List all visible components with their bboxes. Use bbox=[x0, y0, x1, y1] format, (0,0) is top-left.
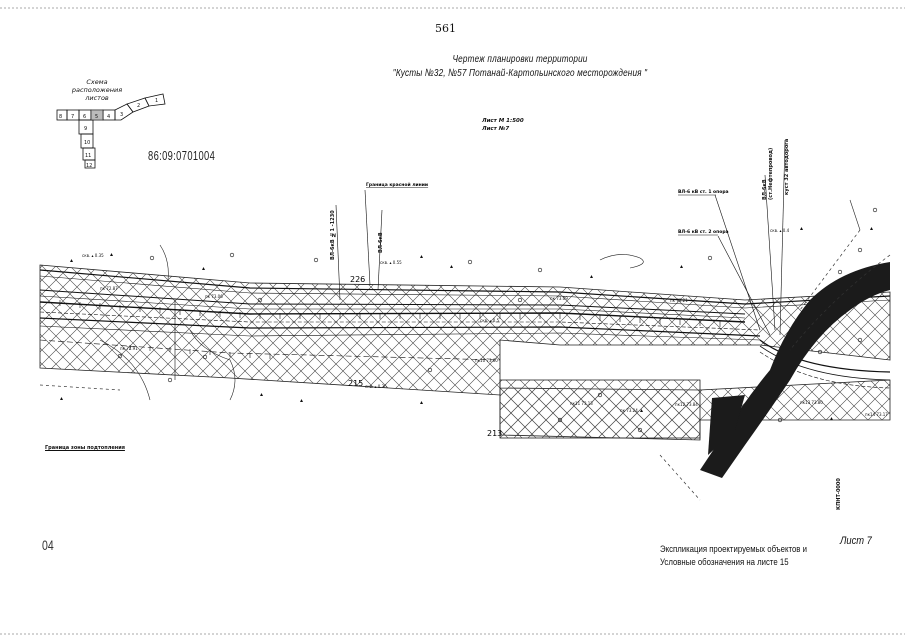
svg-text:▴: ▴ bbox=[260, 391, 263, 398]
scheme-sheet-1: 1 bbox=[155, 98, 158, 104]
scheme-sheet-3: 3 bbox=[120, 112, 123, 118]
boundary-lines bbox=[39, 229, 891, 501]
svg-text:скв. ▴ 0.4: скв. ▴ 0.4 bbox=[770, 228, 790, 233]
svg-text:▴: ▴ bbox=[420, 253, 423, 260]
scheme-sheet-7: 7 bbox=[71, 114, 74, 120]
leader-lines bbox=[174, 139, 786, 380]
scheme-sheet-5: 5 bbox=[95, 114, 98, 120]
scheme-sheet-8: 8 bbox=[59, 114, 62, 120]
scheme-sheet-6: 6 bbox=[83, 114, 86, 120]
location-scheme-map: 8 7 6 5 4 3 2 1 9 10 11 12 bbox=[56, 93, 166, 169]
pipeline-lines bbox=[39, 269, 891, 389]
location-scheme-title: Схема расположения листов bbox=[71, 78, 123, 102]
drawing-title-line-2: "Кусты №32, №57 Потанай-Картопьинского м… bbox=[392, 67, 648, 79]
svg-text:▴: ▴ bbox=[450, 263, 453, 270]
legend-note: Экспликация проектируемых объектов и Усл… bbox=[660, 543, 807, 569]
vertical-label-3: куст 32 автодорога bbox=[784, 138, 790, 195]
scheme-sheet-9: 9 bbox=[84, 126, 87, 132]
scheme-sheet-4: 4 bbox=[107, 114, 110, 120]
svg-text:скв. ▴ 0.35: скв. ▴ 0.35 bbox=[82, 253, 104, 258]
svg-text:пк 73.21: пк 73.21 bbox=[670, 298, 688, 303]
scale-line: Лист М 1:500 bbox=[482, 118, 524, 124]
scheme-sheet-10: 10 bbox=[84, 140, 90, 146]
svg-text:▴: ▴ bbox=[420, 399, 423, 406]
stamp-label: КПНТ-0000 bbox=[836, 478, 842, 510]
svg-text:пк 72.87: пк 72.87 bbox=[100, 286, 118, 291]
drawing-title-line-1: Чертеж планировки территории bbox=[452, 53, 588, 65]
page-number: 561 bbox=[435, 22, 456, 35]
scheme-sheet-12: 12 bbox=[86, 163, 92, 169]
flood-zone-note: Граница зоны подтопления bbox=[45, 445, 125, 451]
scheme-sheet-11: 11 bbox=[85, 153, 91, 159]
small-annotations: скв. ▴ 0.35 скв. ▴ 0.55 скв. ▴ 0.4 скв. … bbox=[82, 228, 888, 417]
svg-text:пк 73.09: пк 73.09 bbox=[550, 296, 568, 301]
svg-text:пк 72.91: пк 72.91 bbox=[120, 346, 138, 351]
power-line-callout-b: ВЛ-6 кВ ст. 2 опора bbox=[678, 229, 729, 235]
svg-text:пк14 73.17: пк14 73.17 bbox=[865, 412, 888, 417]
svg-text:скв. ▴ 0.36: скв. ▴ 0.36 bbox=[365, 384, 387, 389]
red-line-callout: Граница красной линии bbox=[366, 181, 428, 188]
svg-text:пк13 73.80: пк13 73.80 bbox=[800, 400, 823, 405]
road-junction bbox=[708, 395, 745, 455]
survey-triangles: ▴ ▴ ▴ ▴ ▴ ▴ ▴ ▴ ▴ ▴ ▴ ▴ ▴ ▴ ▴ bbox=[60, 225, 873, 422]
elevation-226: 226 bbox=[350, 275, 365, 284]
hatched-lower-block bbox=[499, 379, 701, 439]
svg-text:▴: ▴ bbox=[60, 395, 63, 402]
elevation-215: 215 bbox=[348, 379, 363, 388]
sheet-code: 04 bbox=[42, 537, 54, 553]
legend-line-2: Условные обозначения на листе 15 bbox=[660, 557, 789, 568]
legend-line-1: Экспликация проектируемых объектов и bbox=[660, 544, 807, 555]
svg-text:▴: ▴ bbox=[800, 225, 803, 232]
contour-lines bbox=[99, 199, 861, 401]
svg-text:▴: ▴ bbox=[202, 265, 205, 272]
svg-text:▴: ▴ bbox=[300, 397, 303, 404]
scale-note: Лист М 1:500 Лист №7 bbox=[482, 117, 524, 133]
vertical-label-1: ВЛ-6кВ №1 -1230 bbox=[330, 210, 336, 260]
vertical-label-4: ВЛ-6кВ bbox=[378, 232, 384, 253]
line-tick-marks bbox=[59, 300, 721, 359]
cadastral-number: 86:09:0701004 bbox=[148, 148, 216, 163]
svg-text:▴: ▴ bbox=[590, 273, 593, 280]
svg-text:пк 73.06: пк 73.06 bbox=[205, 294, 223, 299]
power-line-callout-a: ВЛ-6 кВ ст. 1 опора bbox=[678, 189, 729, 195]
road-surface bbox=[700, 262, 890, 478]
sheet-label: Лист 7 bbox=[840, 535, 872, 547]
sheet-number-line: Лист №7 bbox=[482, 126, 510, 132]
svg-text:пк12 73.84: пк12 73.84 bbox=[675, 402, 698, 407]
vertical-label-2: ВЛ-6кВ (ст.Нефтепровод) bbox=[762, 147, 774, 200]
svg-text:пк10 73.60: пк10 73.60 bbox=[475, 358, 498, 363]
scheme-sheet-2: 2 bbox=[137, 103, 140, 109]
svg-text:▴: ▴ bbox=[680, 263, 683, 270]
svg-text:▴: ▴ bbox=[70, 257, 73, 264]
svg-text:▴: ▴ bbox=[640, 407, 643, 414]
svg-text:пк11 73.13: пк11 73.13 bbox=[570, 401, 593, 406]
elevation-213: 213 bbox=[487, 429, 502, 438]
svg-text:пк 73.24: пк 73.24 bbox=[620, 408, 638, 413]
svg-text:скв. ▴ 0.5: скв. ▴ 0.5 bbox=[480, 318, 500, 323]
svg-text:▴: ▴ bbox=[830, 415, 833, 422]
svg-text:скв. ▴ 0.55: скв. ▴ 0.55 bbox=[380, 260, 402, 265]
svg-text:▴: ▴ bbox=[870, 225, 873, 232]
survey-points bbox=[117, 207, 878, 433]
svg-text:▴: ▴ bbox=[110, 251, 113, 258]
